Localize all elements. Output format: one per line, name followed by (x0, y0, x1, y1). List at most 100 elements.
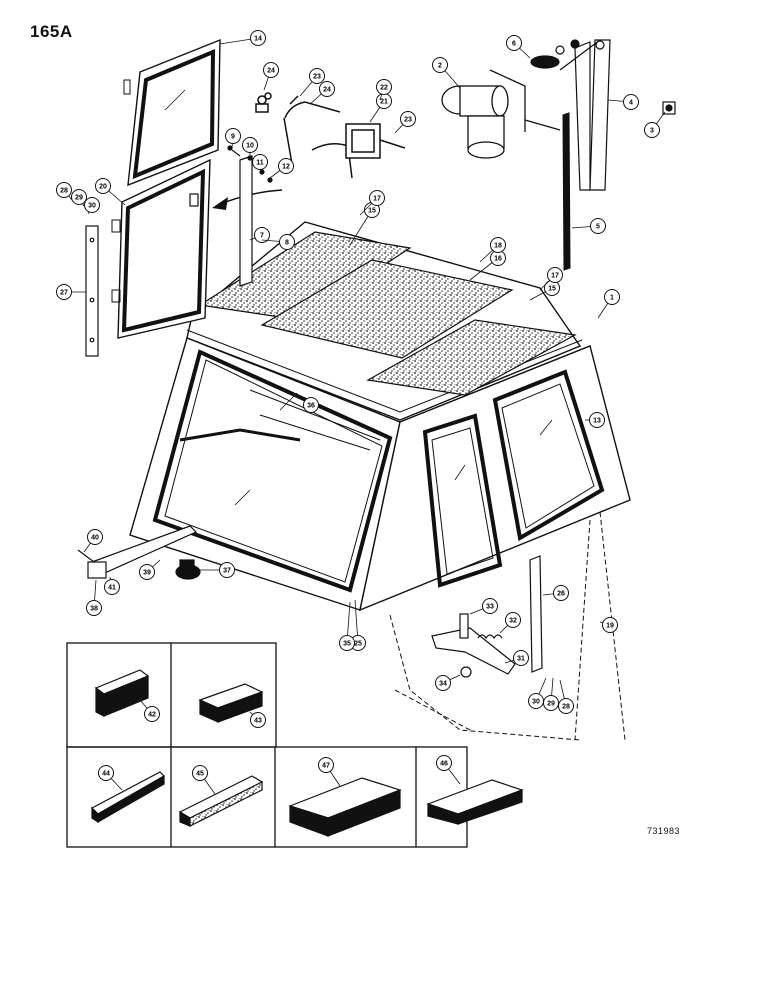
callout-c15b: 15 (529, 280, 560, 301)
callout-number: 2 (438, 63, 442, 70)
callout-c37: 37 (200, 562, 235, 578)
callout-number: 29 (75, 195, 83, 202)
callout-c12: 12 (269, 158, 294, 179)
callout-number: 8 (285, 240, 289, 247)
callout-c24b: 24 (309, 81, 335, 105)
callout-circle (376, 79, 392, 95)
callout-number: 26 (557, 591, 565, 598)
callout-c7: 7 (249, 227, 270, 243)
callout-circle (513, 650, 529, 666)
callout-c6: 6 (506, 35, 531, 59)
seal-43 (198, 683, 264, 723)
callout-circle (553, 585, 569, 601)
callout-circle (263, 62, 279, 78)
roof-panel-center (260, 259, 514, 359)
callout-c36: 36 (295, 392, 319, 413)
callout-c43: 43 (249, 711, 266, 728)
callout-number: 5 (596, 224, 600, 231)
callout-number: 30 (88, 203, 96, 210)
knob-37 (175, 559, 201, 580)
callout-c42: 42 (139, 699, 160, 722)
callout-c10: 10 (242, 137, 258, 156)
callout-number: 47 (322, 763, 330, 770)
seal-47 (288, 777, 402, 837)
callout-number: 36 (307, 403, 315, 410)
callout-number: 31 (517, 656, 525, 663)
callout-c11: 11 (252, 154, 268, 170)
callout-number: 9 (231, 134, 235, 141)
callout-c5: 5 (571, 218, 606, 234)
callout-circle (98, 765, 114, 781)
callout-number: 38 (90, 606, 98, 613)
callout-circle (254, 227, 270, 243)
callout-circle (242, 137, 258, 153)
seal-44 (91, 771, 165, 824)
callout-circle (547, 267, 563, 283)
callout-number: 39 (143, 570, 151, 577)
callout-circle (589, 412, 605, 428)
callout-c33: 33 (469, 598, 498, 615)
callout-circle (139, 564, 155, 580)
wiper-motor-2 (441, 69, 561, 159)
callout-circle (602, 617, 618, 633)
callout-c29a: 29 (71, 189, 87, 207)
callout-c29b: 29 (543, 677, 559, 711)
callout-number: 12 (282, 164, 290, 171)
handles-latch (255, 92, 406, 179)
callout-circle (56, 182, 72, 198)
callout-number: 7 (260, 233, 264, 240)
callout-c38: 38 (86, 579, 102, 616)
callout-number: 4 (629, 100, 633, 107)
callout-circle (87, 529, 103, 545)
callout-c28a: 28 (56, 182, 73, 201)
callout-c26: 26 (542, 585, 569, 601)
callout-circle (84, 197, 100, 213)
callout-number: 40 (91, 535, 99, 542)
callout-c24a: 24 (263, 62, 279, 91)
callout-c22: 22 (376, 79, 392, 101)
callout-number: 21 (380, 99, 388, 106)
callout-c4: 4 (607, 94, 639, 110)
callout-circle (192, 765, 208, 781)
seal-45 (178, 775, 264, 827)
seal-table (66, 642, 468, 848)
callout-c46: 46 (436, 755, 461, 785)
seal-42 (94, 669, 150, 717)
callout-c3: 3 (644, 111, 666, 138)
callout-circle (490, 237, 506, 253)
callout-number: 17 (373, 196, 381, 203)
callout-circle (506, 35, 522, 51)
callout-number: 32 (509, 618, 517, 625)
door-catch-31 (431, 613, 516, 678)
callout-number: 1 (610, 295, 614, 302)
callout-number: 17 (551, 273, 559, 280)
callout-c28b: 28 (558, 679, 574, 714)
door-lower-panel (111, 158, 211, 339)
wiper-arm-4 (559, 39, 611, 191)
callout-circle (435, 675, 451, 691)
callout-c41: 41 (104, 576, 120, 595)
callout-number: 20 (99, 184, 107, 191)
callout-number: 11 (256, 160, 264, 167)
callout-c17a: 17 (359, 190, 385, 216)
callout-circle (400, 111, 416, 127)
callout-circle (436, 755, 452, 771)
callout-number: 43 (254, 718, 262, 725)
callout-circle (104, 579, 120, 595)
callout-number: 27 (60, 290, 68, 297)
callout-number: 28 (562, 704, 570, 711)
callout-circle (250, 712, 266, 728)
callout-circle (623, 94, 639, 110)
hinge-strip-7 (239, 155, 253, 287)
callout-c23b: 23 (394, 111, 416, 134)
callout-circle (482, 598, 498, 614)
callout-c45: 45 (192, 765, 216, 795)
nut-3 (662, 101, 676, 115)
callout-c34: 34 (435, 674, 461, 691)
seal-46 (426, 779, 524, 825)
callout-number: 14 (254, 36, 262, 43)
callout-c40: 40 (83, 529, 103, 553)
callout-circle (369, 190, 385, 206)
callout-circle (95, 178, 111, 194)
callout-c21: 21 (369, 93, 392, 123)
